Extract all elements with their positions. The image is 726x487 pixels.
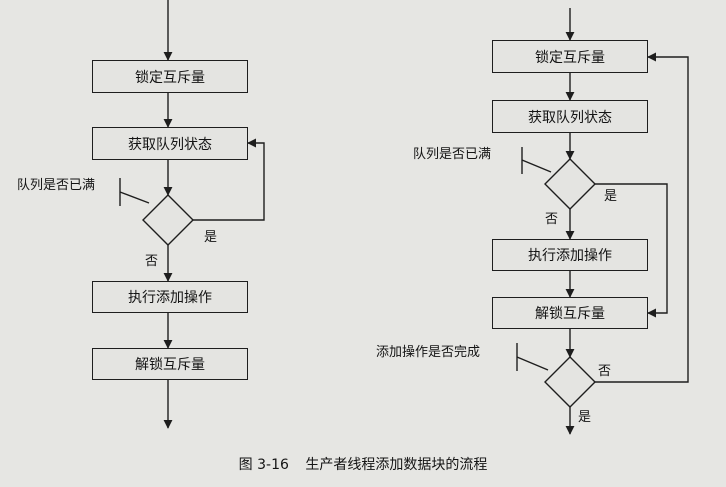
- right-condition-1-label: 队列是否已满: [413, 147, 492, 162]
- right-yes-1-label: 是: [604, 189, 618, 204]
- right-condition-2-label: 添加操作是否完成: [376, 345, 481, 360]
- right-condition-2-leader: [516, 356, 549, 371]
- right-condition-1-leader: [521, 159, 552, 173]
- left-condition-leader: [119, 191, 150, 204]
- left-decision-diamond: [142, 194, 194, 246]
- right-no-1-label: 否: [545, 212, 559, 227]
- left-no-label: 否: [145, 254, 159, 269]
- left-step-unlock-mutex: 解锁互斥量: [92, 348, 248, 380]
- right-decision-diamond-2: [544, 356, 596, 408]
- left-condition-label: 队列是否已满: [17, 178, 96, 193]
- left-loop-yes: [193, 138, 265, 221]
- right-loop-no-2: [595, 52, 689, 383]
- right-step-lock-mutex: 锁定互斥量: [492, 40, 648, 73]
- figure-number: 图 3-16: [238, 457, 289, 473]
- left-step-lock-mutex: 锁定互斥量: [92, 60, 248, 93]
- figure-caption: 图 3-16 生产者线程添加数据块的流程: [0, 454, 726, 474]
- right-step-unlock-mutex: 解锁互斥量: [492, 297, 648, 329]
- right-no-2-label: 否: [598, 364, 612, 379]
- left-yes-label: 是: [204, 230, 218, 245]
- left-step-get-queue-state: 获取队列状态: [92, 127, 248, 160]
- left-step-add-operation: 执行添加操作: [92, 281, 248, 313]
- right-step-get-queue-state: 获取队列状态: [492, 100, 648, 133]
- right-decision-diamond-1: [544, 158, 596, 210]
- right-yes-2-label: 是: [578, 410, 592, 425]
- right-step-add-operation: 执行添加操作: [492, 239, 648, 271]
- figure-title: 生产者线程添加数据块的流程: [305, 457, 488, 473]
- right-branch-yes-1: [595, 183, 668, 318]
